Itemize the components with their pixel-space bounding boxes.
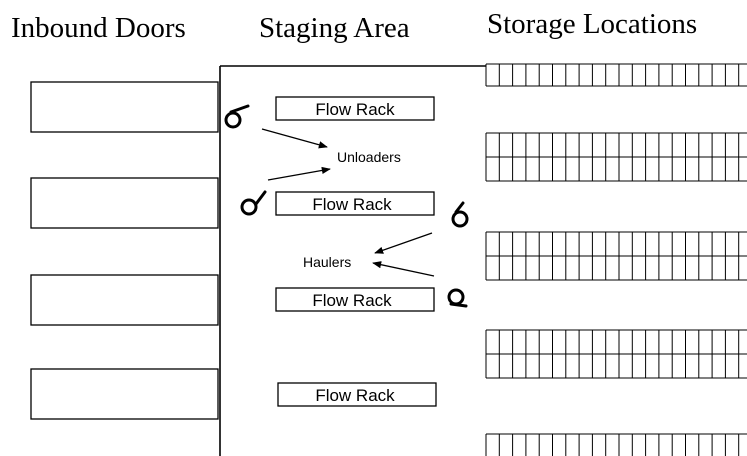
inbound-door-2 [30, 177, 219, 229]
inbound-door-3 [30, 274, 219, 326]
storage-rack-5 [485, 433, 747, 456]
worker-icon [451, 201, 469, 228]
storage-rack-1 [485, 63, 747, 87]
flow-rack-label: Flow Rack [315, 100, 395, 119]
inbound-door-1 [30, 81, 219, 133]
storage-rack-4 [485, 329, 747, 379]
storage-rack-2 [485, 132, 747, 182]
worker-icon [447, 288, 468, 308]
flow-rack-label: Flow Rack [315, 386, 395, 405]
worker-icon [240, 190, 267, 216]
storage-rack-3 [485, 231, 747, 281]
storage-locations [485, 63, 747, 456]
heading-inbound-doors: Inbound Doors [11, 12, 186, 44]
unloader-arrow-bottom [267, 166, 331, 181]
inbound-door-4 [30, 368, 219, 420]
flow-rack-1: Flow Rack [275, 96, 435, 121]
heading-staging-area: Staging Area [259, 12, 410, 44]
hauler-arrow-top [374, 232, 433, 254]
unloader-arrow-top [261, 128, 328, 149]
unloaders-label: Unloaders [337, 149, 401, 165]
worker-icon [224, 104, 250, 129]
flow-rack-3: Flow Rack [275, 287, 435, 312]
flow-rack-label: Flow Rack [312, 291, 392, 310]
haulers-label: Haulers [303, 254, 351, 270]
hauler-arrow-bottom [372, 261, 435, 277]
flow-rack-4: Flow Rack [277, 382, 437, 407]
flow-rack-label: Flow Rack [312, 195, 392, 214]
heading-storage-locations: Storage Locations [487, 8, 697, 40]
flow-rack-2: Flow Rack [275, 191, 435, 216]
